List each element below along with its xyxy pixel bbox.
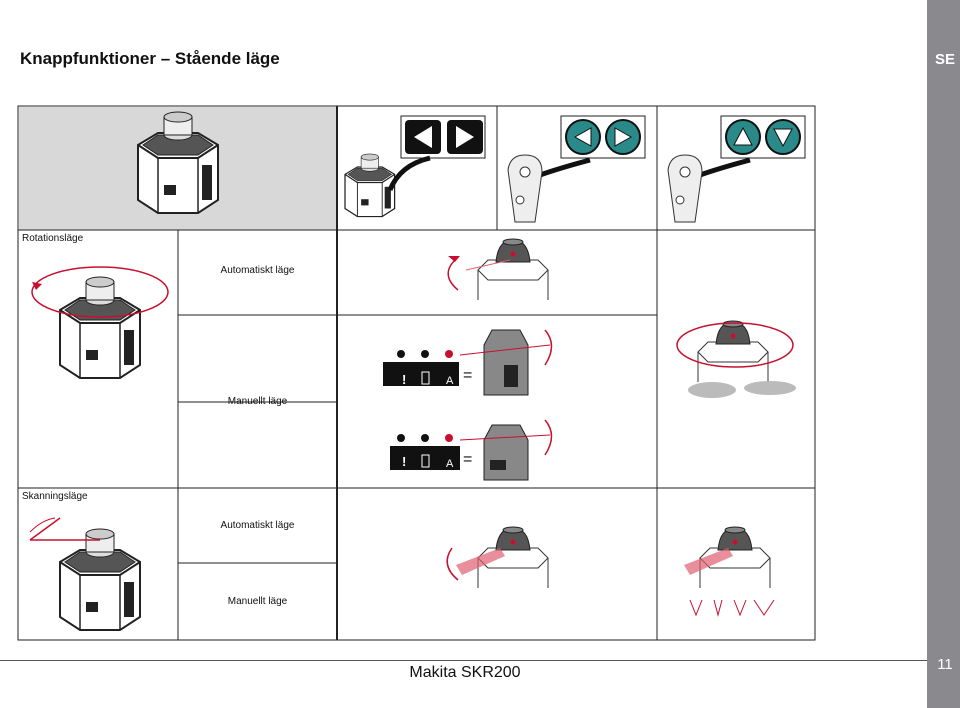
warning-icon: ! xyxy=(402,372,406,387)
equals-sign: = xyxy=(463,367,472,384)
rotation-section-label: Rotationsläge xyxy=(22,233,84,244)
rotation-auto-label: Automatiskt läge xyxy=(220,265,295,276)
side-bar xyxy=(927,0,960,708)
page-title: Knappfunktioner – Stående läge xyxy=(20,49,280,68)
svg-text:=: = xyxy=(463,451,472,468)
scanning-section-label: Skanningsläge xyxy=(22,491,88,502)
rotation-manual-label: Manuellt läge xyxy=(227,396,288,407)
battery-icon xyxy=(421,371,430,385)
footer-text: Makita SKR200 xyxy=(409,664,521,681)
language-tab: SE xyxy=(934,51,955,68)
function-table: ! A = ! A = xyxy=(17,105,816,641)
scanning-manual-label: Manuellt läge xyxy=(227,596,288,607)
footer-rule xyxy=(0,660,927,661)
page-number: 11 xyxy=(937,656,953,673)
svg-text:!: ! xyxy=(402,454,406,469)
auto-icon: A xyxy=(446,375,454,387)
svg-text:A: A xyxy=(446,458,454,470)
scanning-auto-label: Automatiskt läge xyxy=(220,520,295,531)
